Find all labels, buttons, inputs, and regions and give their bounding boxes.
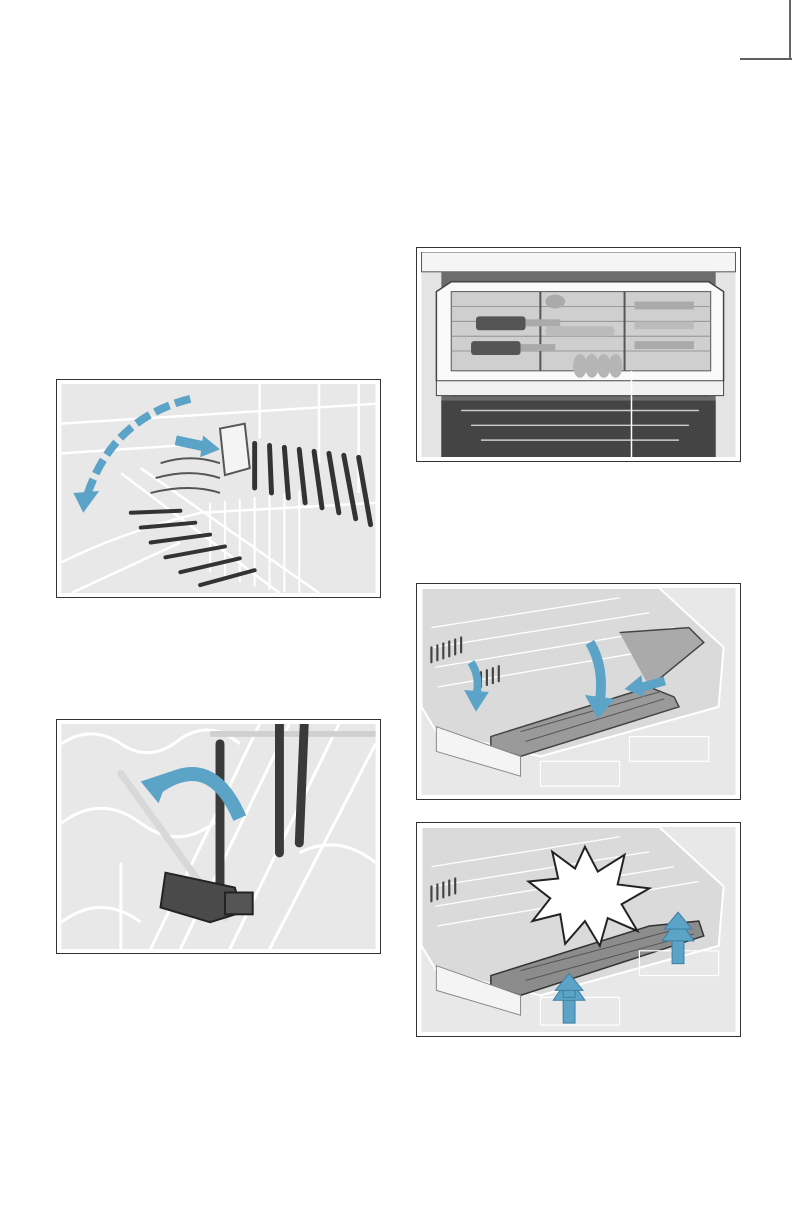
illustration-cutlery-drawer <box>416 247 741 462</box>
remove-rack-tray-drawing <box>421 827 736 1032</box>
crop-mark <box>0 0 792 120</box>
cutlery-drawer-drawing <box>421 252 736 457</box>
illustration-insert-rack-tray <box>416 583 741 800</box>
flip-tines-drawing <box>61 724 376 949</box>
illustration-flip-tines-lever <box>56 719 381 954</box>
illustration-remove-rack-tray <box>416 822 741 1037</box>
fold-down-tines-drawing <box>61 384 376 593</box>
insert-rack-tray-drawing <box>421 588 736 795</box>
illustration-fold-down-tines <box>56 379 381 598</box>
